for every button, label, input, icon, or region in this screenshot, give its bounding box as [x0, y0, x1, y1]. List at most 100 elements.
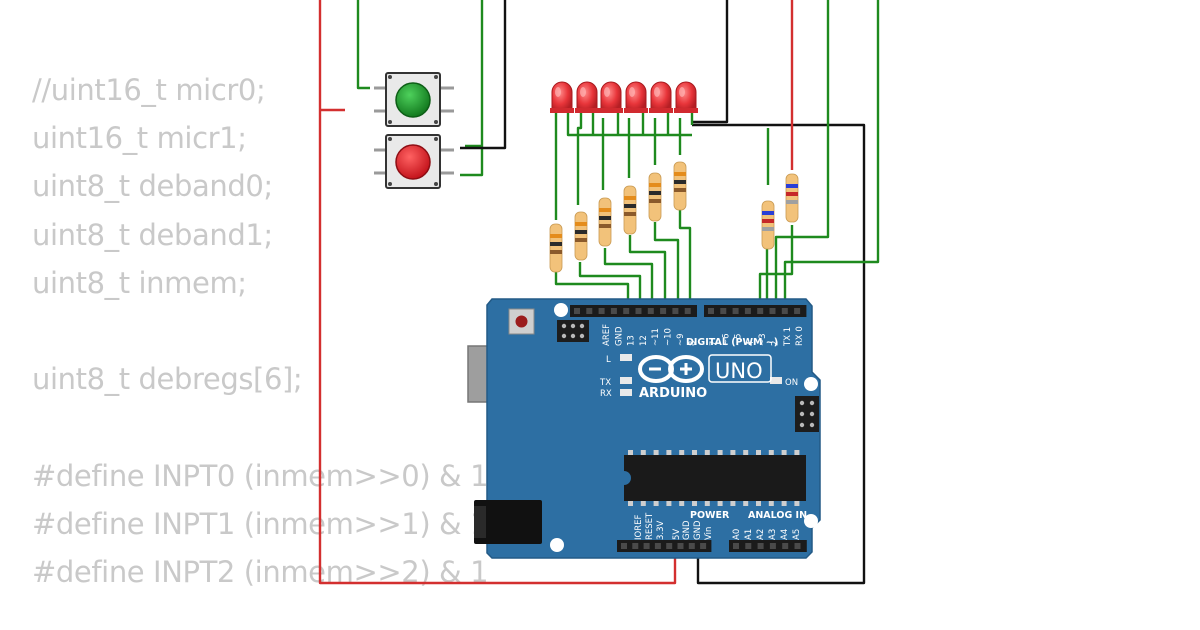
wire-res1-pin13[interactable] — [554, 272, 630, 305]
resistor[interactable] — [761, 200, 775, 250]
pin-label: 8 — [688, 341, 698, 346]
pin-label: ~9 — [676, 333, 686, 346]
pin-label: GND — [693, 520, 703, 540]
pin-label: 5V — [672, 529, 682, 540]
led-rx-label: RX — [600, 389, 612, 399]
led-l-indicator — [620, 354, 632, 361]
pin-label: A3 — [768, 529, 778, 540]
code-line: uint8_t debregs[6]; — [32, 362, 303, 397]
digital-header-label: DIGITAL (PWM ~) — [686, 337, 778, 348]
model-label: UNO — [715, 359, 763, 383]
wire-res-pin3[interactable] — [765, 128, 770, 305]
wire-button-gnd-black[interactable] — [460, 0, 507, 150]
pin-label: ~3 — [758, 333, 768, 346]
pin-label: 2 — [771, 341, 781, 346]
resistor[interactable] — [598, 197, 612, 247]
led-red[interactable] — [674, 81, 698, 113]
button-cap-green[interactable] — [395, 82, 431, 118]
led-red[interactable] — [575, 81, 599, 113]
power-header-label: POWER — [690, 510, 730, 521]
code-line: uint8_t deband0; — [32, 169, 273, 204]
code-line: uint8_t inmem; — [32, 265, 247, 300]
led-l-label: L — [606, 355, 611, 365]
wire-5v-red[interactable] — [318, 0, 677, 585]
mounting-hole — [804, 377, 818, 391]
wire-res2-pin12[interactable] — [578, 262, 642, 305]
pin-label: Vin — [704, 527, 714, 540]
pin-label: A2 — [756, 529, 766, 540]
resistor[interactable] — [574, 211, 588, 261]
code-line: uint8_t deband1; — [32, 217, 273, 252]
wire-led-gnd-black[interactable] — [692, 0, 866, 585]
pin-label: 12 — [639, 335, 649, 346]
power-header — [617, 540, 712, 552]
resistor[interactable] — [623, 185, 637, 235]
resistors — [549, 161, 799, 273]
power-jack — [474, 500, 542, 544]
code-line: uint16_t micr1; — [32, 121, 247, 156]
wires — [318, 0, 880, 585]
button-cap-red[interactable] — [395, 144, 431, 180]
pin-label: A0 — [732, 529, 742, 540]
led-on-indicator — [770, 377, 782, 384]
pin-label: 7 — [709, 341, 719, 346]
resistor[interactable] — [785, 173, 799, 223]
wire-res5-pin9[interactable] — [653, 222, 680, 305]
code-line: #define INPT2 (inmem>>2) & 1 — [32, 554, 489, 589]
led-red[interactable] — [624, 81, 648, 113]
resistor[interactable] — [648, 172, 662, 222]
wire-res-pin2[interactable] — [758, 225, 794, 305]
resistor[interactable] — [673, 161, 687, 211]
pin-label: A4 — [780, 529, 790, 540]
pin-label: RESET — [645, 512, 655, 540]
led-on-label: ON — [785, 378, 798, 388]
resistor[interactable] — [549, 223, 563, 273]
brand-label: ARDUINO — [639, 386, 707, 401]
led-red[interactable] — [550, 81, 574, 113]
arduino-logo — [638, 355, 704, 383]
code-background: //uint16_t micr0; uint16_t micr1; uint8_t … — [32, 66, 489, 596]
wire-pin3-green[interactable] — [774, 0, 830, 305]
code-line: //uint16_t micr0; — [32, 73, 266, 107]
pin-label: TX 1 — [783, 327, 793, 347]
wire-res6-pin8[interactable] — [678, 210, 692, 305]
wire-led-bus[interactable] — [566, 112, 694, 137]
atmega-chip — [624, 450, 806, 506]
wire-res3-pin11[interactable] — [603, 248, 654, 305]
pin-label: ~10 — [664, 328, 674, 346]
model-box — [708, 354, 772, 383]
wire-res4-pin10[interactable] — [628, 235, 667, 305]
mounting-hole — [804, 514, 818, 528]
pin-label: A5 — [792, 529, 802, 540]
wire-led2-res[interactable] — [576, 112, 583, 205]
analog-header — [729, 540, 807, 552]
wire-button2-green[interactable] — [460, 0, 484, 177]
wire-button1-green[interactable] — [356, 0, 370, 90]
pushbutton-green[interactable] — [374, 72, 454, 127]
pin-label: 13 — [627, 335, 637, 346]
pin-label: A1 — [744, 529, 754, 540]
pin-label: 4 — [746, 341, 756, 346]
led-tx-label: TX — [599, 378, 611, 388]
led-red[interactable] — [649, 81, 673, 113]
digital-header — [570, 305, 807, 317]
pin-label: RX 0 — [795, 326, 805, 346]
analog-header-label: ANALOG IN — [748, 510, 807, 521]
wire-pin2-green[interactable] — [783, 0, 880, 305]
led-rx-indicator — [620, 389, 632, 396]
led-red[interactable] — [599, 81, 623, 113]
pin-label: ~5 — [734, 333, 744, 346]
pushbutton-red[interactable] — [374, 134, 454, 189]
code-line: #define INPT0 (inmem>>0) & 1 — [32, 458, 489, 493]
pin-label: 3.3V — [656, 520, 666, 540]
led-tx-indicator — [620, 377, 632, 384]
icsp-header-top — [557, 320, 589, 342]
led-row — [550, 81, 698, 113]
pin-label: AREF — [602, 324, 612, 346]
pin-label: ~6 — [721, 333, 731, 346]
mounting-hole — [554, 303, 568, 317]
pin-label: GND — [614, 326, 624, 346]
